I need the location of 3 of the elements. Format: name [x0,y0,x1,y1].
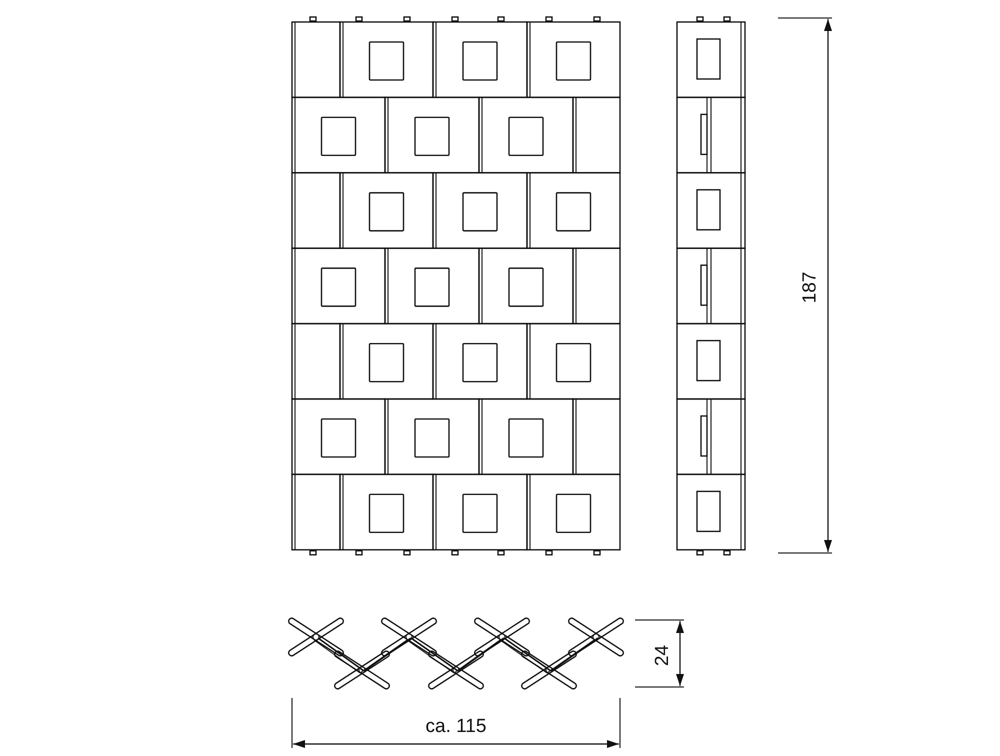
dimension-label: ca. 115 [426,716,486,736]
dimension-label: 187 [800,271,820,303]
dimension-label: 24 [652,644,672,666]
